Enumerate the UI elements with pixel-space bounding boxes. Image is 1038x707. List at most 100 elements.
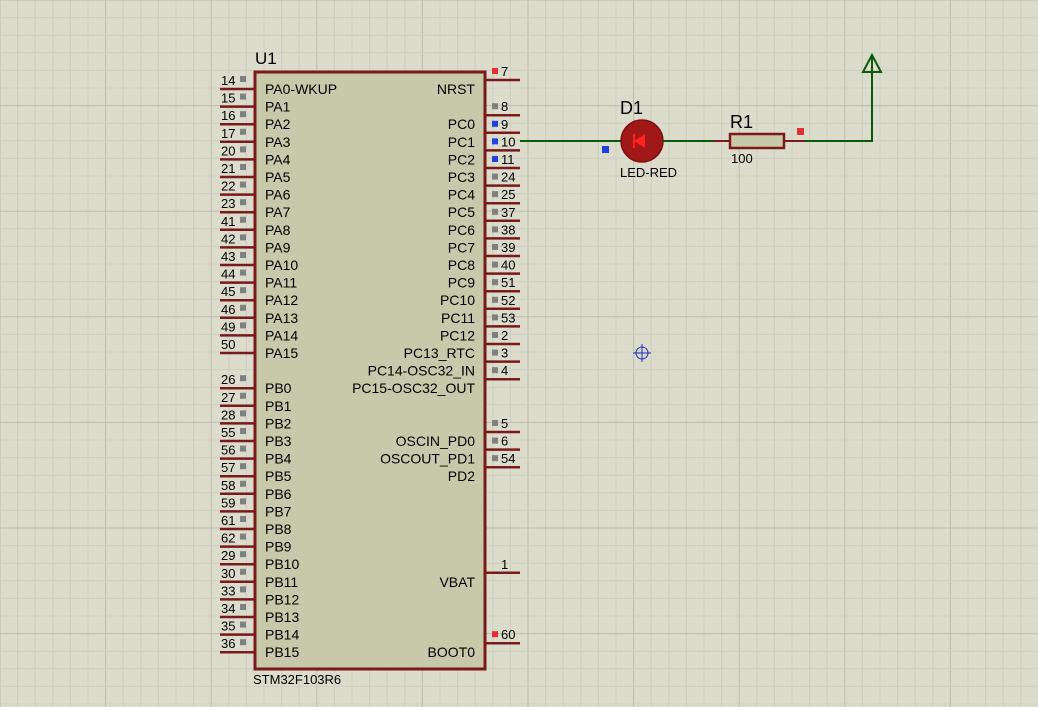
- chip-u1[interactable]: U1 STM32F103R6 14PA0-WKUP15PA116PA217PA3…: [220, 49, 520, 687]
- pin-name: PA11: [265, 275, 297, 291]
- pin-number: 23: [221, 196, 235, 211]
- chip-body[interactable]: [253, 70, 487, 671]
- pin-number: 51: [501, 275, 515, 290]
- pin-number: 55: [221, 425, 235, 440]
- pin-marker: [240, 269, 246, 276]
- pin-number: 34: [221, 601, 235, 616]
- pin-number: 57: [221, 460, 235, 475]
- pin-name: PB11: [265, 574, 298, 590]
- pin-name: PB0: [265, 380, 292, 396]
- chip-part-label: STM32F103R6: [253, 672, 341, 687]
- pin-name: NRST: [437, 81, 476, 97]
- pin-marker: [797, 128, 804, 135]
- pin-name: PA15: [265, 345, 298, 361]
- power-terminal-icon[interactable]: [861, 52, 883, 73]
- pin-name: PC15-OSC32_OUT: [352, 380, 475, 396]
- pin-marker: [492, 226, 498, 233]
- pin-number: 52: [501, 293, 515, 308]
- resistor-body[interactable]: [728, 132, 786, 150]
- pin-name: PA13: [265, 310, 298, 326]
- resistor-r1[interactable]: R1 100: [713, 112, 805, 166]
- pin-marker: [240, 216, 246, 223]
- pin-number: 10: [501, 134, 515, 149]
- led-d1[interactable]: D1 LED-RED: [620, 98, 677, 180]
- pin-number: 41: [221, 214, 235, 229]
- pin-number: 27: [221, 390, 235, 405]
- left-pins: 14PA0-WKUP15PA116PA217PA320PA421PA522PA6…: [220, 73, 337, 660]
- wire-resistor-power[interactable]: [805, 70, 873, 142]
- pin-number: 38: [501, 222, 515, 237]
- pin-marker: [240, 287, 246, 294]
- resistor-ref-label: R1: [730, 112, 753, 132]
- pin-marker: [492, 631, 498, 638]
- pin-number: 30: [221, 566, 235, 581]
- pin-name: PC8: [448, 257, 475, 273]
- pin-marker: [492, 191, 498, 198]
- pin-name: PC10: [440, 292, 475, 308]
- pin-marker: [492, 455, 498, 462]
- pin-number: 59: [221, 495, 235, 510]
- pin-name: PB13: [265, 609, 299, 625]
- pin-number: 36: [221, 636, 235, 651]
- resistor-value-label: 100: [731, 151, 753, 166]
- pin-marker: [492, 103, 498, 110]
- pin-name: PA10: [265, 257, 298, 273]
- pin-name: PB12: [265, 591, 299, 607]
